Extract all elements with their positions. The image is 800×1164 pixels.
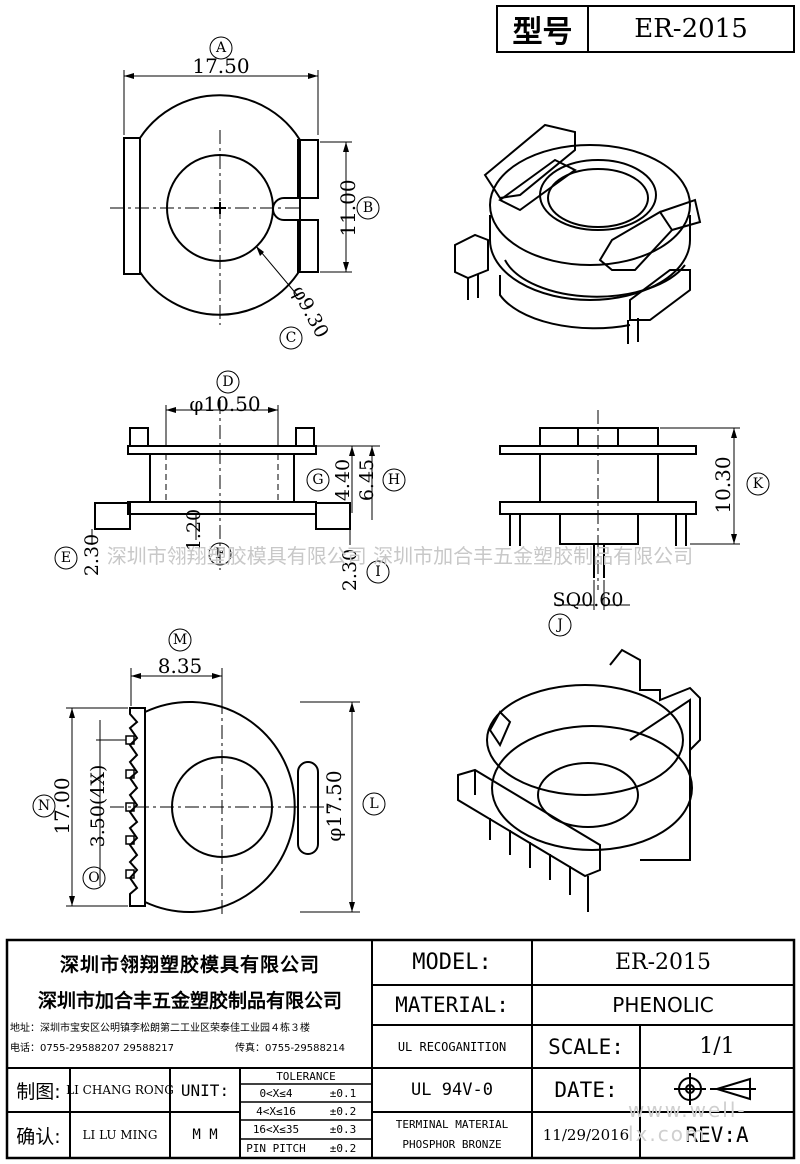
tolerance-range-4: PIN PITCH — [246, 1142, 306, 1155]
company-name-1: 深圳市翎翔塑胶模具有限公司 — [59, 953, 320, 976]
model-value: ER-2015 — [614, 950, 712, 975]
iso-view-top — [454, 123, 702, 344]
tolerance-value-1: ±0.1 — [329, 1086, 357, 1100]
dim-label-b: B — [362, 200, 374, 216]
dim-l-value: φ17.50 — [322, 770, 346, 842]
unit-value: M M — [192, 1127, 218, 1143]
dim-a-value: 17.50 — [192, 54, 250, 78]
dim-label-e: E — [60, 550, 72, 566]
check-label: 确认: — [16, 1125, 61, 1148]
company-phone: 电话：0755-29588207 29588217 — [10, 1042, 175, 1054]
check-by: LI LU MING — [82, 1128, 158, 1142]
dim-label-h: H — [387, 472, 401, 488]
date-value: 11/29/2016 — [542, 1126, 630, 1144]
website-watermark: www.well-lx.com — [628, 1098, 747, 1146]
material-label: MATERIAL: — [395, 993, 509, 1017]
material-value: PHENOLIC — [612, 993, 714, 1017]
dim-label-j: J — [557, 617, 563, 633]
title-block — [5, 938, 796, 1160]
dim-h-value: 6.45 — [356, 458, 378, 502]
scale-value: 1/1 — [699, 1034, 735, 1059]
dim-b-value: 11.00 — [336, 179, 360, 237]
dim-label-g: G — [312, 472, 324, 488]
dim-g-value: 4.40 — [332, 458, 354, 502]
dim-n-value: 17.00 — [50, 777, 74, 835]
projection-symbol-icon — [674, 1073, 756, 1105]
rev-label: REV:A — [685, 1123, 749, 1147]
tolerance-title: TOLERANCE — [276, 1069, 336, 1083]
drawn-label: 制图: — [16, 1080, 61, 1103]
date-label: DATE: — [554, 1078, 618, 1102]
tolerance-range-1: 0<X≤4 — [259, 1086, 293, 1100]
company-name-2: 深圳市加合丰五金塑胶制品有限公司 — [37, 989, 342, 1012]
ul-value: UL 94V-0 — [411, 1080, 493, 1100]
company-address: 地址：深圳市宝安区公明镇李松朗第二工业区荣泰佳工业园４栋３楼 — [10, 1022, 310, 1034]
dim-j-value: SQ0.60 — [552, 589, 624, 611]
dim-label-d: D — [222, 374, 234, 390]
dim-label-i: I — [375, 564, 381, 580]
front-view — [54, 370, 406, 584]
dim-d-value: φ10.50 — [189, 392, 261, 416]
header-model-value: ER-2015 — [634, 14, 748, 44]
dim-o-value: 3.50(4X) — [87, 764, 109, 848]
terminal-value: PHOSPHOR BRONZE — [402, 1137, 502, 1151]
top-view — [110, 36, 380, 350]
bottom-view — [32, 628, 386, 915]
dim-label-o: O — [88, 870, 100, 886]
unit-label: UNIT: — [180, 1080, 230, 1100]
drawn-by: LI CHANG RONG — [66, 1083, 174, 1097]
dim-label-c: C — [285, 330, 297, 346]
scale-label: SCALE: — [548, 1034, 624, 1059]
tolerance-value-3: ±0.3 — [329, 1123, 357, 1136]
tolerance-value-2: ±0.2 — [329, 1104, 357, 1118]
dim-m-value: 8.35 — [157, 654, 203, 678]
header-model-label: 型号 — [512, 15, 573, 50]
tolerance-range-2: 4<X≤16 — [256, 1104, 296, 1118]
dim-label-f: F — [215, 546, 225, 562]
dim-k-value: 10.30 — [711, 456, 735, 514]
terminal-label: TERMINAL MATERIAL — [395, 1117, 509, 1131]
tolerance-value-4: ±0.2 — [329, 1142, 357, 1155]
tolerance-range-3: 16<X≤35 — [252, 1123, 300, 1136]
side-view — [499, 410, 770, 637]
dim-label-a: A — [215, 40, 227, 56]
model-label: MODEL: — [412, 950, 492, 975]
watermark-text: 深圳市翎翔塑胶模具有限公司 深圳市加合丰五金塑胶制品有限公司 — [106, 544, 694, 568]
dim-label-k: K — [752, 476, 764, 492]
company-fax: 传真：0755-29588214 — [235, 1042, 345, 1054]
header-box — [496, 5, 795, 53]
ul-label: UL RECOGANITION — [397, 1039, 507, 1054]
dim-label-l: L — [369, 796, 379, 812]
dim-label-n: N — [37, 798, 51, 814]
dim-label-m: M — [172, 632, 188, 648]
iso-view-bottom — [457, 648, 701, 912]
